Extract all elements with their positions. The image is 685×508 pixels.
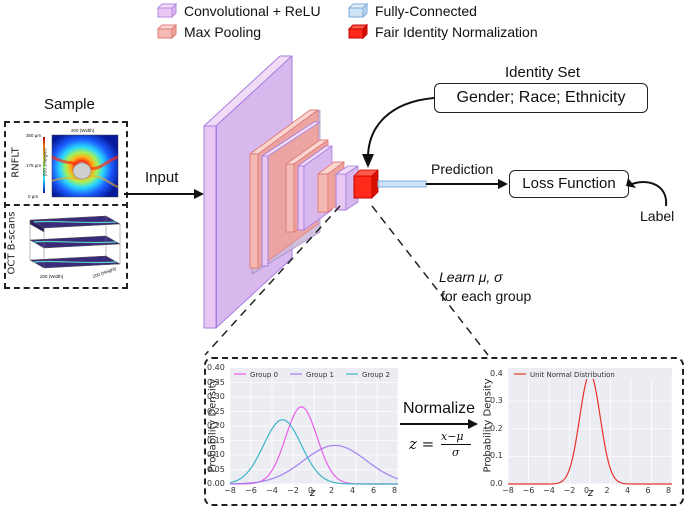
legend-text-2: Group 2 <box>362 371 390 379</box>
learn-text-2: for each group <box>441 288 532 304</box>
y-tick-label: 0.20 <box>207 421 225 430</box>
legend-text-1: Group 1 <box>306 371 334 379</box>
loss-function-label: Loss Function <box>522 175 616 192</box>
sample-divider <box>4 204 128 206</box>
x-tick-label: 4 <box>625 486 631 495</box>
normalize-title: Normalize <box>403 400 476 417</box>
sample-title: Sample <box>44 96 95 113</box>
legend-label-pool: Max Pooling <box>184 24 262 40</box>
y-tick-label: 0.30 <box>207 392 225 401</box>
x-tick-label: −8 <box>224 486 236 495</box>
y-tick-label: 0.4 <box>490 368 503 378</box>
y-tick-label: 0.25 <box>207 406 225 416</box>
x-tick-label: −2 <box>563 486 576 495</box>
input-label: Input <box>145 169 179 186</box>
right-plot: Unit Normal Distribution <box>507 368 673 485</box>
x-tick-label: −6 <box>522 486 535 495</box>
prediction-label: Prediction <box>431 161 494 177</box>
legend-text-0: Group 0 <box>250 371 278 379</box>
y-tick-label: 0.0 <box>490 479 503 488</box>
legend-label-fin: Fair Identity Normalization <box>375 24 538 40</box>
x-tick-label: −4 <box>266 486 278 495</box>
cnn-network <box>203 55 427 329</box>
loss-function-box: Loss Function <box>509 170 629 198</box>
formula-den: σ <box>452 446 460 459</box>
legend-strip <box>508 368 672 379</box>
identity-set-box: Gender; Race; Ethnicity <box>434 83 648 113</box>
x-tick-label: 2 <box>329 486 335 495</box>
x-tick-label: 8 <box>666 486 672 495</box>
rnflt-cbar-mid: 175 μm <box>26 163 42 168</box>
legend-swatch-fc <box>347 2 369 19</box>
right-plot-xlabel: z <box>588 487 594 499</box>
legend-label-fc: Fully-Connected <box>375 3 477 19</box>
x-tick-label: 2 <box>604 486 610 495</box>
x-tick-label: 4 <box>350 486 356 495</box>
formula-num: x−μ <box>441 430 464 443</box>
y-tick-label: 0.35 <box>207 377 225 387</box>
formula-lhs: z = <box>409 435 435 453</box>
oct-width-tick: 200 (Width) <box>40 274 64 279</box>
x-tick-label: −6 <box>245 486 257 495</box>
legend-swatch-conv <box>156 2 178 19</box>
identity-set-title: Identity Set <box>505 64 581 81</box>
identity-set-value: Gender; Race; Ethnicity <box>456 89 626 106</box>
y-tick-label: 0.2 <box>490 423 503 433</box>
legend-swatch-pool <box>156 23 178 40</box>
legend-swatch-fin <box>347 23 369 40</box>
y-tick-label: 0.15 <box>207 435 225 445</box>
learn-text-1: Learn μ, σ <box>439 269 503 285</box>
identity-arrow <box>362 97 435 168</box>
rnflt-width-tick: 200 (Width) <box>71 128 95 133</box>
y-tick-label: 0.00 <box>207 479 225 488</box>
x-tick-label: −8 <box>502 486 514 495</box>
y-tick-label: 0.1 <box>490 451 503 461</box>
rnflt-map <box>43 134 119 198</box>
left-plot: Group 0 Group 1 Group 2 <box>229 367 399 485</box>
left-plot-xlabel: z <box>310 487 316 499</box>
y-tick-label: 0.40 <box>207 363 225 372</box>
formula-bar <box>441 444 471 445</box>
prediction-arrow <box>426 179 508 189</box>
x-tick-label: −4 <box>543 486 555 495</box>
series-line-1 <box>229 444 399 485</box>
x-tick-label: 0 <box>584 486 590 495</box>
rnflt-cbar-bot: 0 μm <box>28 194 39 199</box>
x-tick-label: 6 <box>371 486 377 495</box>
x-tick-label: 8 <box>392 486 398 495</box>
x-tick-label: −2 <box>287 486 299 495</box>
y-tick-label: 0.05 <box>207 464 225 474</box>
x-tick-label: 0 <box>308 486 314 495</box>
legend-text-0: Unit Normal Distribution <box>530 371 615 379</box>
legend-strip <box>230 368 398 379</box>
oct-stack <box>29 215 121 269</box>
y-tick-label: 0.10 <box>207 450 225 459</box>
y-tick-label: 0.3 <box>490 396 503 406</box>
legend-label-conv: Convolutional + ReLU <box>184 3 321 19</box>
x-tick-label: 6 <box>645 486 651 495</box>
label-text: Label <box>640 208 675 224</box>
rnflt-cbar-top: 350 μm <box>26 133 42 138</box>
normalization-panel <box>204 357 684 506</box>
input-arrow <box>124 189 204 199</box>
normalize-arrow <box>400 419 478 429</box>
label-arrow <box>626 178 668 207</box>
series-line-2 <box>229 419 398 485</box>
